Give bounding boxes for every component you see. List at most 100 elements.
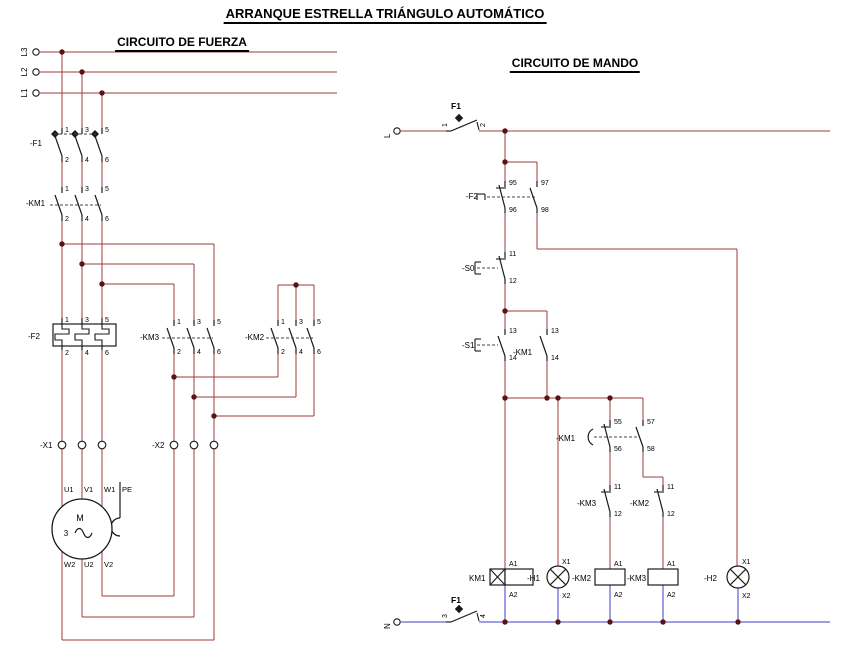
terminal-label: 11 xyxy=(614,484,621,491)
junction-dot xyxy=(59,49,65,55)
junction-dot xyxy=(59,241,65,247)
terminal-circle xyxy=(393,127,401,135)
coil-rect xyxy=(504,568,534,586)
terminal-label: 14 xyxy=(551,355,559,362)
terminal-label: A2 xyxy=(614,592,623,599)
pole-blade xyxy=(54,194,63,216)
terminal-label: X2 xyxy=(742,593,751,600)
junction-dot xyxy=(607,395,613,401)
terminal-label: 12 xyxy=(667,511,675,518)
terminal-label: 58 xyxy=(647,446,655,453)
motor-terminal-label: PE xyxy=(122,485,132,494)
terminal-circle xyxy=(32,48,40,56)
junction-dot xyxy=(607,619,613,625)
terminal-label: 5 xyxy=(105,186,109,193)
ref-label: -KM1 xyxy=(26,199,46,208)
ref-label: -F2 xyxy=(466,192,479,201)
control-seal-contact-km1: 13 14 -KM1 xyxy=(513,328,559,362)
terminal-label: A1 xyxy=(614,561,623,568)
terminal-label: 4 xyxy=(480,614,487,618)
terminal-label: 3 xyxy=(85,186,89,193)
breaker-square xyxy=(454,113,464,123)
terminal-label: 6 xyxy=(317,349,321,356)
breaker-blade xyxy=(450,610,478,623)
junction-dot xyxy=(660,619,666,625)
contact-blade xyxy=(635,426,644,448)
main-title: ARRANQUE ESTRELLA TRIÁNGULO AUTOMÁTICO xyxy=(223,6,547,24)
terminal-label: 5 xyxy=(217,319,221,326)
motor-phases: 3 xyxy=(64,529,69,538)
supply-line-label: L1 xyxy=(20,88,29,97)
lamp-cross xyxy=(729,568,747,586)
terminal-label: 2 xyxy=(177,349,181,356)
ref-label: -H2 xyxy=(704,574,717,583)
ref-label: -KM2 xyxy=(572,574,592,583)
terminal-label: 55 xyxy=(614,419,622,426)
pole-blade xyxy=(306,327,315,349)
terminal-label: 3 xyxy=(299,319,303,326)
junction-dots xyxy=(59,49,741,625)
terminal-label: 97 xyxy=(541,180,549,187)
ref-label: -KM2 xyxy=(245,333,265,342)
junction-dot xyxy=(79,261,85,267)
breaker-blade xyxy=(450,119,478,132)
pole-blade xyxy=(186,327,195,349)
junction-dot xyxy=(191,394,197,400)
pole-blade xyxy=(54,135,63,157)
junction-dot xyxy=(99,281,105,287)
terminal-label: 95 xyxy=(509,180,517,187)
heater-meander xyxy=(94,324,110,346)
control-breaker-f1-bottom: 3 4 F1 xyxy=(442,595,487,623)
ref-label: -F1 xyxy=(30,139,43,148)
junction-dot xyxy=(502,308,508,314)
ref-label: -X1 xyxy=(40,441,53,450)
terminal-label: 6 xyxy=(105,216,109,223)
ref-label: KM1 xyxy=(469,574,486,583)
terminal-circle xyxy=(32,68,40,76)
motor-circle xyxy=(51,498,113,560)
line-label: L xyxy=(383,133,392,138)
pole-blade xyxy=(94,194,103,216)
junction-dot xyxy=(544,395,550,401)
timer-symbol xyxy=(587,428,594,446)
terminal-label: 5 xyxy=(105,317,109,324)
timer-box-cross xyxy=(489,568,506,586)
terminal-label: A2 xyxy=(667,592,676,599)
terminal-label: 13 xyxy=(551,328,559,335)
ref-label: -KM1 xyxy=(513,348,533,357)
ref-label: F1 xyxy=(451,595,461,605)
terminal-label: 13 xyxy=(509,328,517,335)
terminal-label: 3 xyxy=(442,614,449,618)
terminal-label: 1 xyxy=(65,317,69,324)
terminal-label: 3 xyxy=(85,317,89,324)
heater-meander xyxy=(74,324,90,346)
junction-dot xyxy=(293,282,299,288)
ref-label: -KM2 xyxy=(630,499,650,508)
ref-label: -KM1 xyxy=(556,434,576,443)
neutral-label: N xyxy=(383,623,392,629)
junction-dot xyxy=(555,395,561,401)
terminal-label: 2 xyxy=(480,123,487,127)
junction-dot xyxy=(99,90,105,96)
pole-blade xyxy=(166,327,175,349)
power-and-control-wiring xyxy=(40,51,830,641)
terminal-label: 56 xyxy=(614,446,622,453)
terminal-label: 1 xyxy=(65,186,69,193)
terminal-label: X2 xyxy=(562,593,571,600)
terminal-label: 3 xyxy=(197,319,201,326)
terminal-circle xyxy=(169,440,179,450)
coil-rect xyxy=(647,568,679,586)
contact-blade xyxy=(539,335,548,357)
terminal-circle xyxy=(209,440,219,450)
ref-label: -F2 xyxy=(28,332,41,341)
terminal-label: 98 xyxy=(541,207,549,214)
pole-blade xyxy=(74,135,83,157)
supply-line-label: L3 xyxy=(20,47,29,56)
